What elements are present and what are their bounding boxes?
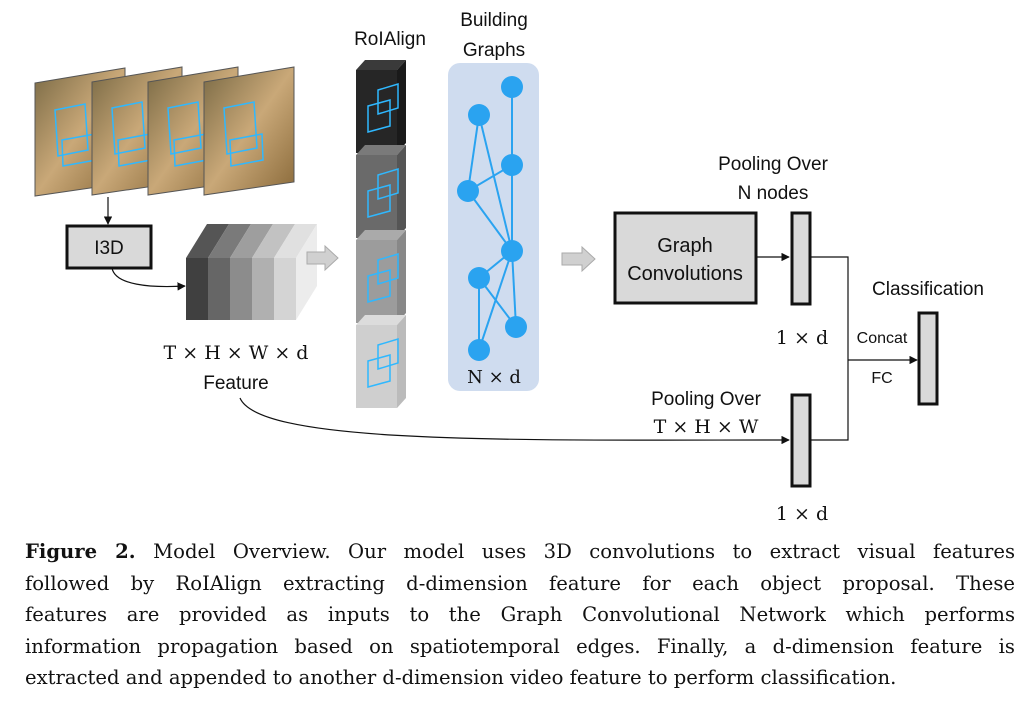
graphs-to-gcn-arrow — [561, 245, 596, 273]
graph-node — [468, 104, 490, 126]
classification-label: Classification — [872, 279, 984, 300]
graph-convolutions-label-line1: Graph — [657, 235, 713, 257]
fc-label: FC — [871, 370, 892, 387]
feature-to-pooling-thw-arrow — [239, 397, 790, 445]
graph-node — [501, 76, 523, 98]
roi-feature-3 — [356, 230, 406, 323]
figure-label: Figure 2. — [25, 540, 136, 563]
model-overview-diagram: I3D T × H × W × d Feature RoIAlign — [34, 10, 984, 525]
pooled-node-feature-bar — [790, 211, 812, 306]
caption-line-2: followed by RoIAlign extracting d-dimens… — [25, 571, 1015, 595]
graph-nodes-dim-label: N × d — [467, 367, 521, 388]
roi-feature-1 — [356, 60, 406, 153]
graph-convolutions-box: Graph Convolutions — [613, 211, 758, 305]
graph-node — [468, 267, 490, 289]
roi-feature-4 — [356, 315, 406, 408]
graph-convolutions-label-line2: Convolutions — [627, 263, 743, 285]
graph-node — [468, 339, 490, 361]
figure-caption: Figure 2. Model Overview. Our model uses… — [25, 536, 1015, 694]
pooling-nodes-label-line2: N nodes — [738, 183, 809, 204]
pooling-thw-label-line1: Pooling Over — [651, 389, 762, 410]
dim-1xd-top-label: 1 × d — [776, 327, 828, 349]
caption-line-5: extracted and appended to another d-dime… — [25, 666, 897, 689]
roialign-label: RoIAlign — [354, 29, 426, 50]
graph-nodes — [457, 76, 527, 361]
feature-volume — [186, 224, 317, 320]
graph-node — [505, 316, 527, 338]
concat-label: Concat — [857, 330, 908, 347]
dim-1xd-bottom-label: 1 × d — [776, 503, 828, 525]
feature-dims-label: T × H × W × d — [164, 342, 309, 364]
feature-label: Feature — [203, 373, 268, 394]
caption-line-1: Model Overview. Our model uses 3D convol… — [135, 540, 1016, 563]
i3d-to-feature-arrow — [111, 267, 186, 291]
graph-node — [501, 154, 523, 176]
graph-node — [501, 240, 523, 262]
video-frames — [34, 66, 295, 197]
building-graphs-label-line1: Building — [460, 10, 528, 31]
graph-node — [457, 180, 479, 202]
i3d-box: I3D — [65, 224, 153, 270]
concat-connectors — [810, 256, 849, 441]
graph-panel: N × d — [448, 63, 539, 391]
caption-line-3: features are provided as inputs to the G… — [25, 603, 1015, 626]
classifier-output-bar — [917, 311, 939, 406]
i3d-label: I3D — [94, 238, 124, 259]
video-frame-4 — [203, 66, 295, 196]
building-graphs-label-line2: Graphs — [463, 40, 525, 61]
caption-line-4: information propagation based on spatiot… — [25, 634, 1015, 658]
roi-features — [356, 60, 406, 408]
pooled-video-feature-bar — [790, 393, 812, 488]
roi-feature-2 — [356, 145, 406, 238]
pooling-nodes-label-line1: Pooling Over — [718, 154, 829, 175]
pooling-thw-label-line2: T × H × W — [654, 416, 759, 438]
feature-to-roialign-arrow — [306, 244, 339, 272]
